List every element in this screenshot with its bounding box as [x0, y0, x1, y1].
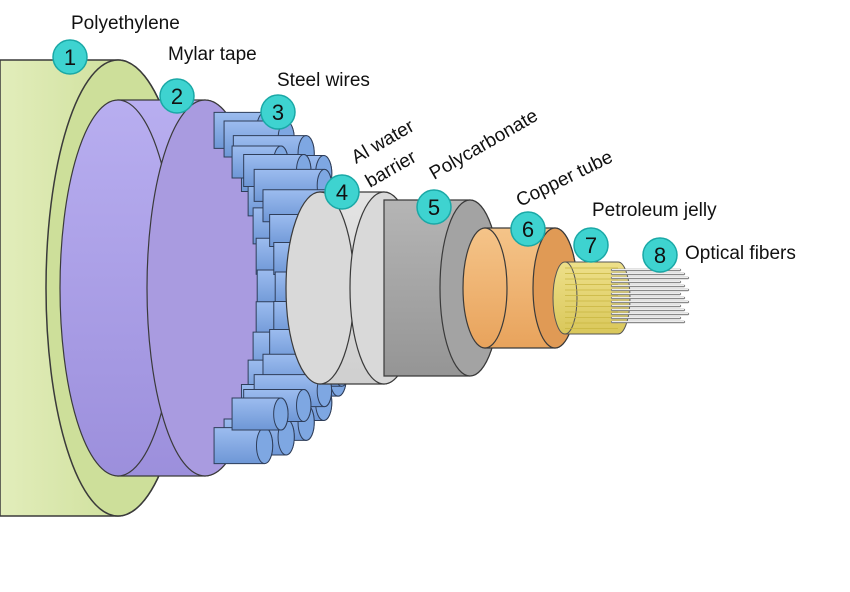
badge-number: 5 [428, 195, 440, 220]
label-optical-fibers: Optical fibers [685, 243, 796, 264]
badge-number: 2 [171, 84, 183, 109]
number-badge [260, 94, 296, 130]
number-badge [642, 237, 678, 273]
mylar-tape-layer [59, 99, 264, 477]
badge-number: 3 [272, 100, 284, 125]
number-badge [416, 189, 452, 225]
steel-wire-end [296, 389, 312, 423]
badge-number: 4 [336, 180, 348, 205]
callout-1: 1 Polyethylene [52, 13, 180, 75]
number-badge [573, 227, 609, 263]
badge-number: 1 [64, 45, 76, 70]
label-petroleum-jelly: Petroleum jelly [592, 200, 717, 221]
petroleum-jelly-layer [552, 261, 631, 335]
callout-7: 7 Petroleum jelly [573, 200, 717, 263]
badge-number: 6 [522, 217, 534, 242]
steel-wire-end [255, 427, 274, 465]
label-polycarbonate: Polycarbonate [426, 105, 542, 184]
label-polyethylene: Polyethylene [71, 13, 180, 34]
optical-fibers-layer [610, 268, 690, 324]
steel-wire-end [273, 397, 289, 431]
copper-tube-layer [462, 227, 578, 349]
callout-3: 3 Steel wires [260, 70, 370, 130]
number-badge [510, 211, 546, 247]
number-badge [52, 39, 88, 75]
callout-8: 8 Optical fibers [642, 237, 796, 273]
label-steel-wires: Steel wires [277, 70, 370, 91]
number-badge [324, 174, 360, 210]
callout-2: 2 Mylar tape [159, 44, 257, 114]
number-badge [159, 78, 195, 114]
label-mylar-tape: Mylar tape [168, 44, 257, 65]
badge-number: 7 [585, 233, 597, 258]
badge-number: 8 [654, 243, 666, 268]
